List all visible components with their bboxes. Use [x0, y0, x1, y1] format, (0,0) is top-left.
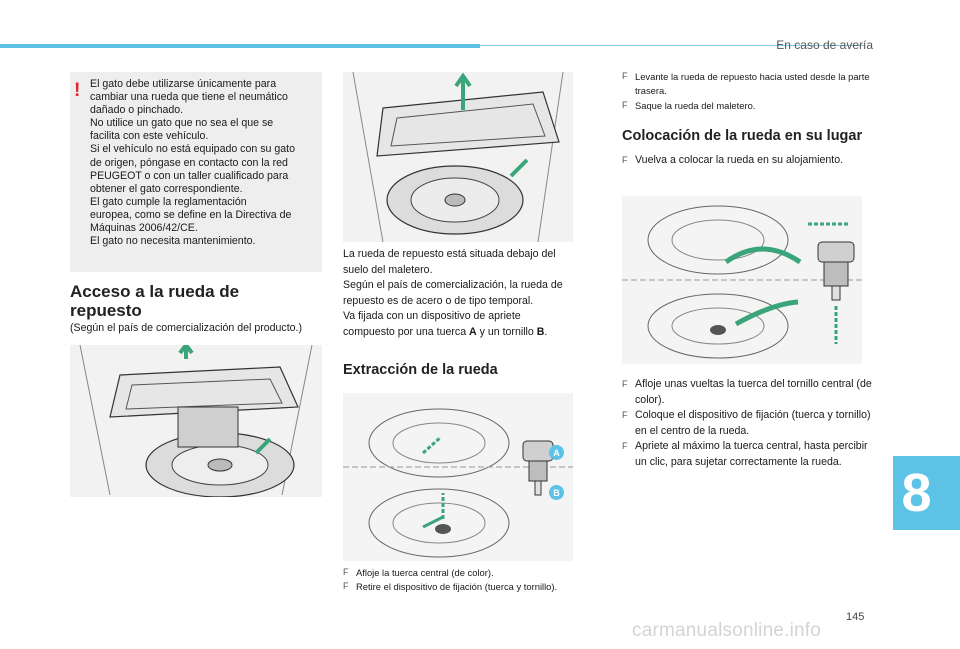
list-item: Apriete al máximo la tuerca central, has… [622, 439, 880, 470]
refit-drawing [622, 196, 862, 364]
trunk-overview-illustration [343, 72, 573, 242]
refit-heading: Colocación de la rueda en su lugar [622, 128, 863, 144]
callout-b: B [549, 485, 564, 500]
warning-box: ! El gato debe utilizarse únicamente par… [70, 72, 322, 272]
access-heading: Acceso a la rueda de repuesto [70, 282, 240, 320]
list-item: Coloque el dispositivo de fijación (tuer… [622, 408, 880, 439]
trunk-floor-illustration [70, 345, 322, 497]
removal-heading: Extracción de la rueda [343, 362, 498, 378]
removal-drawing [343, 393, 573, 561]
trunk-floor-drawing [70, 345, 322, 497]
list-item: Retire el dispositivo de fijación (tuerc… [343, 580, 613, 594]
label-a: A [469, 325, 477, 338]
list-item: Afloje la tuerca central (de color). [343, 566, 613, 580]
curved-arrow-icon [734, 299, 799, 327]
chapter-tab: 8 [893, 456, 960, 530]
arrow-up-icon [454, 72, 472, 110]
header-rule [480, 45, 865, 46]
list-item: Saque la rueda del maletero. [622, 99, 880, 113]
warning-text: El gato debe utilizarse únicamente para … [90, 78, 295, 248]
list-item: Levante la rueda de repuesto hacia usted… [622, 70, 880, 97]
page-number: 145 [846, 611, 865, 623]
chapter-number: 8 [901, 463, 932, 523]
list-item: Afloje unas vueltas la tuerca del tornil… [622, 377, 880, 408]
description-paragraph: La rueda de repuesto está situada debajo… [343, 248, 563, 338]
removal-steps: Afloje la tuerca central (de color). Ret… [343, 566, 613, 593]
removal-illustration: A B [343, 393, 573, 561]
arrow-up-icon [178, 345, 194, 359]
refit-intro: Vuelva a colocar la rueda en su alojamie… [622, 153, 880, 169]
refit-steps: Afloje unas vueltas la tuerca del tornil… [622, 377, 880, 470]
arrow-diagonal-icon [254, 437, 272, 455]
watermark: carmanualsonline.info [632, 620, 822, 641]
lift-steps: Levante la rueda de repuesto hacia usted… [622, 70, 880, 113]
trunk-overview-drawing [343, 72, 573, 242]
list-item: Vuelva a colocar la rueda en su alojamie… [622, 153, 880, 169]
curved-arrow-icon [724, 246, 802, 265]
arrow-diagonal-icon [509, 158, 529, 178]
access-subtitle: (Según el país de comercialización del p… [70, 322, 303, 334]
header-accent-bar [0, 44, 480, 48]
warning-icon: ! [74, 80, 81, 101]
label-b: B [536, 325, 545, 338]
section-title: En caso de avería [776, 38, 873, 52]
refit-illustration [622, 196, 862, 364]
callout-a: A [549, 445, 564, 460]
